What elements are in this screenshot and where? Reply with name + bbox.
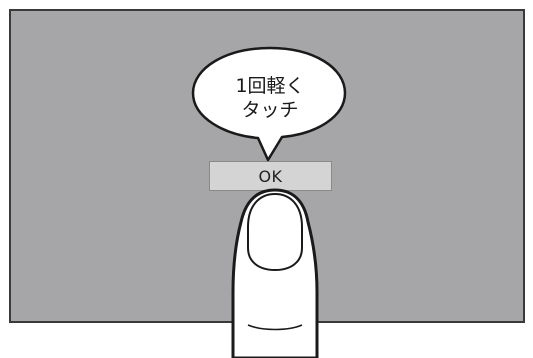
bubble-line-2: タッチ [241, 99, 299, 121]
bubble-line-1: 1回軽く [235, 75, 305, 97]
ok-button[interactable]: OK [209, 161, 332, 191]
bubble-text: 1回軽く タッチ [185, 74, 355, 122]
